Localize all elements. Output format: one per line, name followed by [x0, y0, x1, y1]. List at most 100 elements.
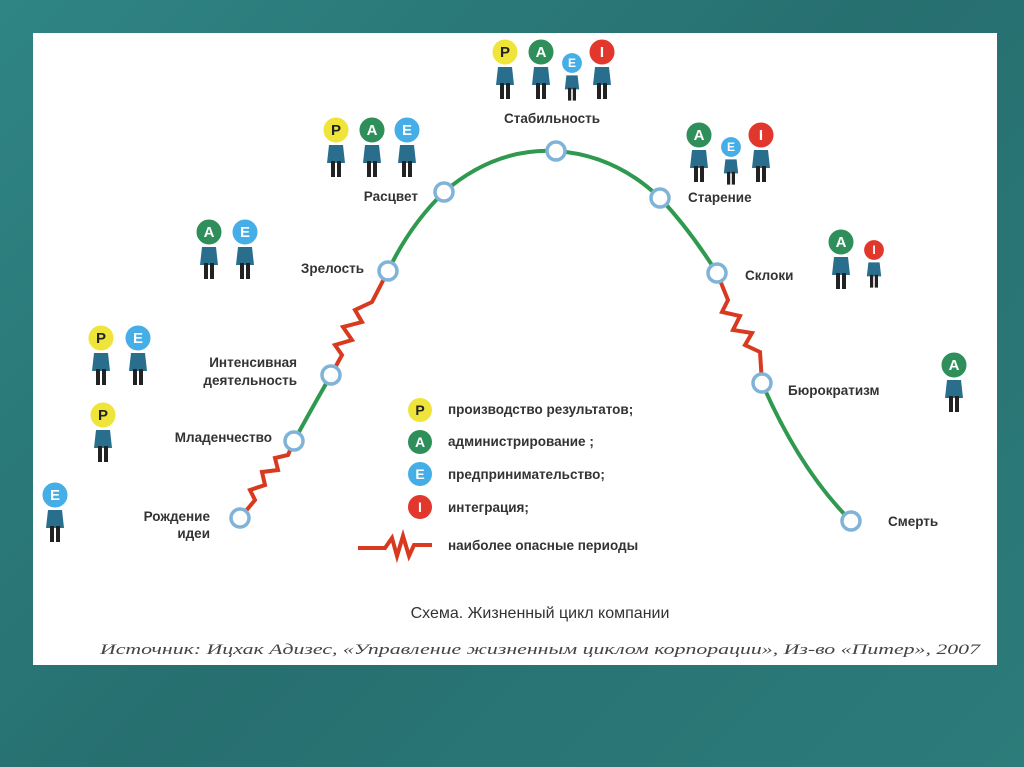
stage-node — [545, 140, 567, 162]
person-body — [327, 145, 345, 163]
role-letter: I — [600, 44, 604, 61]
person-leg — [506, 83, 510, 99]
stage-label: идеи — [177, 526, 210, 541]
legend-badge-E — [408, 462, 432, 486]
stage-node — [377, 260, 399, 282]
stage-label: Бюрократизм — [788, 383, 880, 398]
person-leg — [727, 171, 731, 185]
role-figure: E — [231, 218, 259, 279]
person-leg — [949, 396, 953, 412]
role-figure: E — [41, 481, 69, 542]
person-body — [723, 159, 739, 174]
role-figure: P — [491, 38, 519, 99]
legend-danger-text: наиболее опасные периоды — [448, 538, 638, 553]
stage-node — [433, 181, 455, 203]
person-leg — [542, 83, 546, 99]
role-letter: I — [872, 243, 875, 257]
role-figure: E — [720, 136, 742, 185]
role-letter: A — [536, 44, 547, 61]
role-letter: A — [949, 357, 960, 374]
stage-label: деятельность — [203, 373, 297, 388]
person-leg — [204, 263, 208, 279]
role-badge-E — [393, 116, 421, 144]
danger-zigzag — [715, 272, 764, 384]
legend-text: интеграция; — [448, 500, 529, 515]
person-leg — [96, 369, 100, 385]
role-badge-A — [940, 351, 968, 379]
person-leg — [603, 83, 607, 99]
stage-label: Интенсивная — [209, 355, 297, 370]
role-badge-A — [685, 121, 713, 149]
person-leg — [572, 87, 576, 101]
person-leg — [139, 369, 143, 385]
lifecycle-curve — [238, 148, 853, 523]
role-figure: A — [195, 218, 223, 279]
role-figure: P — [322, 116, 350, 177]
person-leg — [98, 446, 102, 462]
stage-label: Старение — [688, 190, 752, 205]
person-leg — [597, 83, 601, 99]
person-leg — [694, 166, 698, 182]
legend-letter: I — [418, 499, 422, 515]
role-figure: I — [747, 121, 775, 182]
role-badge-A — [358, 116, 386, 144]
role-badge-E — [561, 52, 583, 74]
person-leg — [402, 161, 406, 177]
person-leg — [246, 263, 250, 279]
role-badge-P — [491, 38, 519, 66]
role-figure: E — [124, 324, 152, 385]
person-leg — [133, 369, 137, 385]
stage-label: Рождение — [144, 509, 211, 524]
role-figure: P — [87, 324, 115, 385]
person-leg — [536, 83, 540, 99]
role-figure: A — [685, 121, 713, 182]
person-leg — [367, 161, 371, 177]
person-body — [832, 257, 850, 275]
role-badge-E — [124, 324, 152, 352]
role-letter: P — [331, 122, 341, 139]
person-body — [363, 145, 381, 163]
person-leg — [731, 171, 735, 185]
role-badge-P — [87, 324, 115, 352]
role-letter: A — [367, 122, 378, 139]
role-badge-P — [89, 401, 117, 429]
stage-label: Стабильность — [504, 111, 600, 126]
role-figure: I — [588, 38, 616, 99]
person-leg — [870, 274, 874, 288]
danger-zigzag — [238, 440, 296, 520]
person-body — [593, 67, 611, 85]
role-letter: P — [98, 407, 108, 424]
stage-node — [649, 187, 671, 209]
person-body — [752, 150, 770, 168]
legend-text: предпринимательство; — [448, 467, 605, 482]
legend-badge-I — [408, 495, 432, 519]
legend-text: производство результатов; — [448, 402, 633, 417]
role-figure: A — [827, 228, 855, 289]
role-badge-A — [527, 38, 555, 66]
person-body — [94, 430, 112, 448]
stage-label: Младенчество — [175, 430, 272, 445]
person-leg — [836, 273, 840, 289]
person-leg — [337, 161, 341, 177]
role-badge-E — [720, 136, 742, 158]
curve-segment — [292, 374, 333, 442]
role-letter: E — [727, 140, 735, 154]
person-leg — [762, 166, 766, 182]
role-badge-I — [588, 38, 616, 66]
person-leg — [240, 263, 244, 279]
stage-node — [840, 510, 862, 532]
role-letter: A — [204, 224, 215, 241]
stage-node — [320, 364, 342, 386]
person-leg — [102, 369, 106, 385]
person-body — [46, 510, 64, 528]
person-leg — [955, 396, 959, 412]
stage-label: Склоки — [745, 268, 793, 283]
person-leg — [842, 273, 846, 289]
curve-segment — [760, 382, 853, 523]
legend-letter: A — [415, 434, 425, 450]
role-letter: A — [694, 127, 705, 144]
stage-label: Расцвет — [364, 189, 419, 204]
person-body — [866, 262, 882, 277]
stage-label: Зрелость — [301, 261, 364, 276]
